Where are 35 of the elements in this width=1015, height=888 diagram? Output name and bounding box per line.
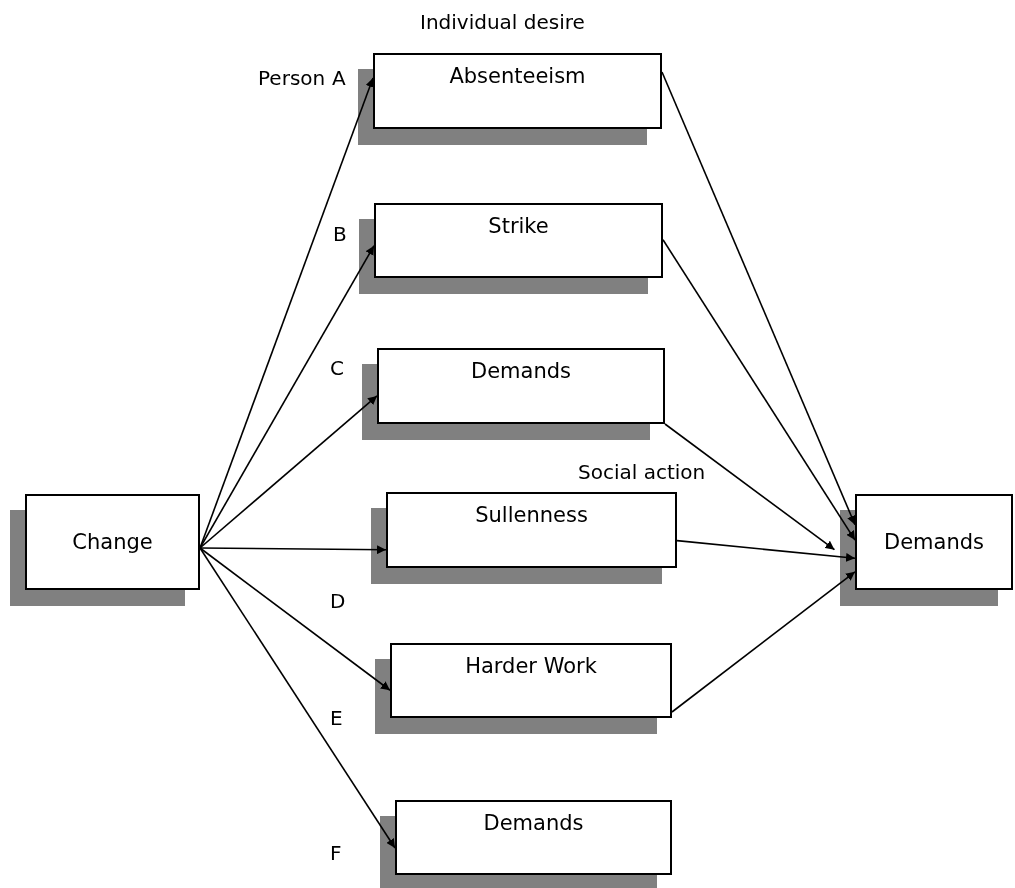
process-box (386, 492, 677, 568)
process-box (390, 643, 672, 718)
arrow (199, 395, 378, 549)
arrow (662, 238, 856, 541)
box-label: Demands (884, 528, 984, 556)
process-box (395, 800, 672, 875)
process-box (377, 348, 665, 424)
text-label: E (330, 706, 343, 731)
arrow (199, 545, 387, 555)
box-label: Strike (488, 213, 549, 240)
box-label: Change (72, 528, 153, 556)
text-label: Individual desire (420, 10, 585, 35)
arrow (199, 244, 375, 549)
process-box (25, 494, 200, 590)
text-label: A (332, 66, 346, 91)
process-box (373, 53, 662, 129)
arrow (199, 547, 396, 849)
text-label: F (330, 841, 342, 866)
process-box (374, 203, 663, 278)
process-box (855, 494, 1013, 590)
text-label: Person (258, 66, 326, 91)
arrow (664, 423, 836, 551)
arrow (199, 547, 391, 692)
arrow (671, 570, 856, 713)
box-label: Harder Work (465, 653, 597, 680)
box-label: Demands (471, 358, 571, 385)
box-label: Demands (483, 810, 584, 837)
box-label: Absenteeism (449, 63, 586, 90)
text-label: C (330, 356, 344, 381)
text-label: Social action (578, 460, 706, 485)
arrow (676, 539, 856, 562)
text-label: D (330, 589, 346, 614)
text-label: B (333, 222, 347, 247)
arrow (661, 71, 856, 526)
box-label: Sullenness (475, 502, 588, 529)
